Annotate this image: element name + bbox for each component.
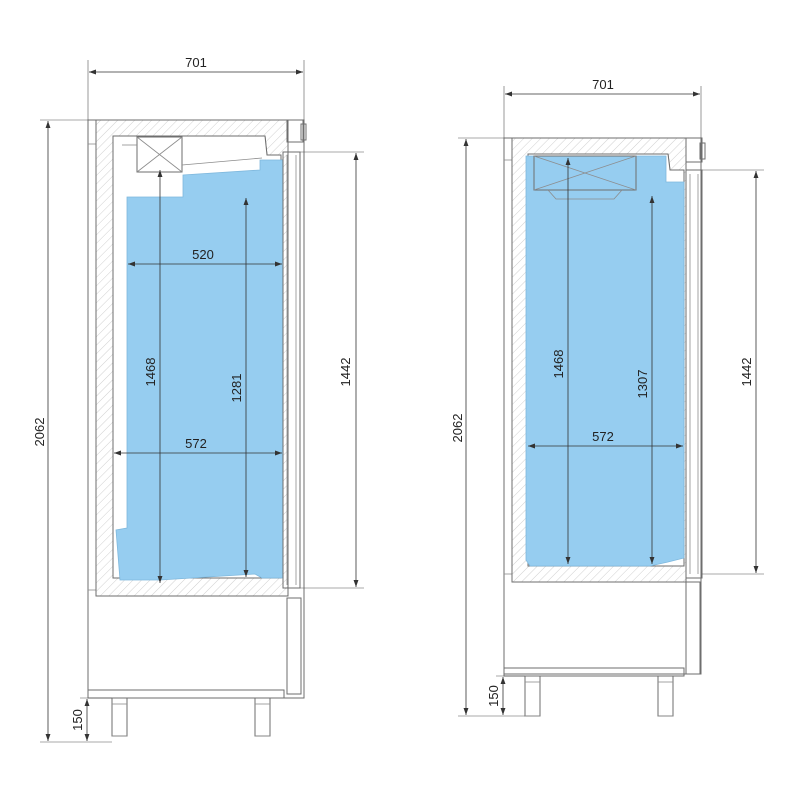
left-hinge-top-knob	[300, 123, 307, 141]
right-overall-width-label: 701	[592, 77, 614, 92]
right-door-height-label: 1442	[739, 358, 754, 387]
right-door-lower-panel	[685, 581, 701, 675]
left-interior-width-lower-label: 572	[185, 436, 207, 451]
right-hinge-top-knob	[699, 142, 706, 160]
right-overall-height-label: 2062	[450, 414, 465, 443]
right-unit: 701 2062 150 1442 1468 1307 572	[450, 77, 764, 717]
right-interior-width-label: 572	[592, 429, 614, 444]
right-interior-height-lower-label: 1307	[635, 370, 650, 399]
right-hinge-top	[685, 137, 703, 163]
left-overall-height-label: 2062	[32, 418, 47, 447]
right-door	[685, 169, 703, 579]
left-door-height-label: 1442	[338, 358, 353, 387]
left-hinge-top	[286, 119, 304, 143]
left-interior-volume	[115, 159, 284, 581]
left-interior-width-upper-label: 520	[192, 247, 214, 262]
left-unit: 701 2062 150 1442 1468 1281 520 572	[32, 55, 364, 743]
right-base-plinth	[503, 667, 685, 677]
left-interior-height-label: 1468	[143, 358, 158, 387]
right-leg-height-label: 150	[486, 685, 501, 707]
left-base-plinth	[87, 689, 285, 699]
right-interior-height-label: 1468	[551, 350, 566, 379]
left-leg-height-label: 150	[70, 709, 85, 731]
left-door	[282, 151, 301, 589]
right-evaporator-box	[533, 155, 637, 191]
right-interior-volume	[525, 155, 685, 567]
left-overall-width-label: 701	[185, 55, 207, 70]
left-door-lower-panel	[286, 597, 302, 695]
left-interior-height-lower-label: 1281	[229, 374, 244, 403]
